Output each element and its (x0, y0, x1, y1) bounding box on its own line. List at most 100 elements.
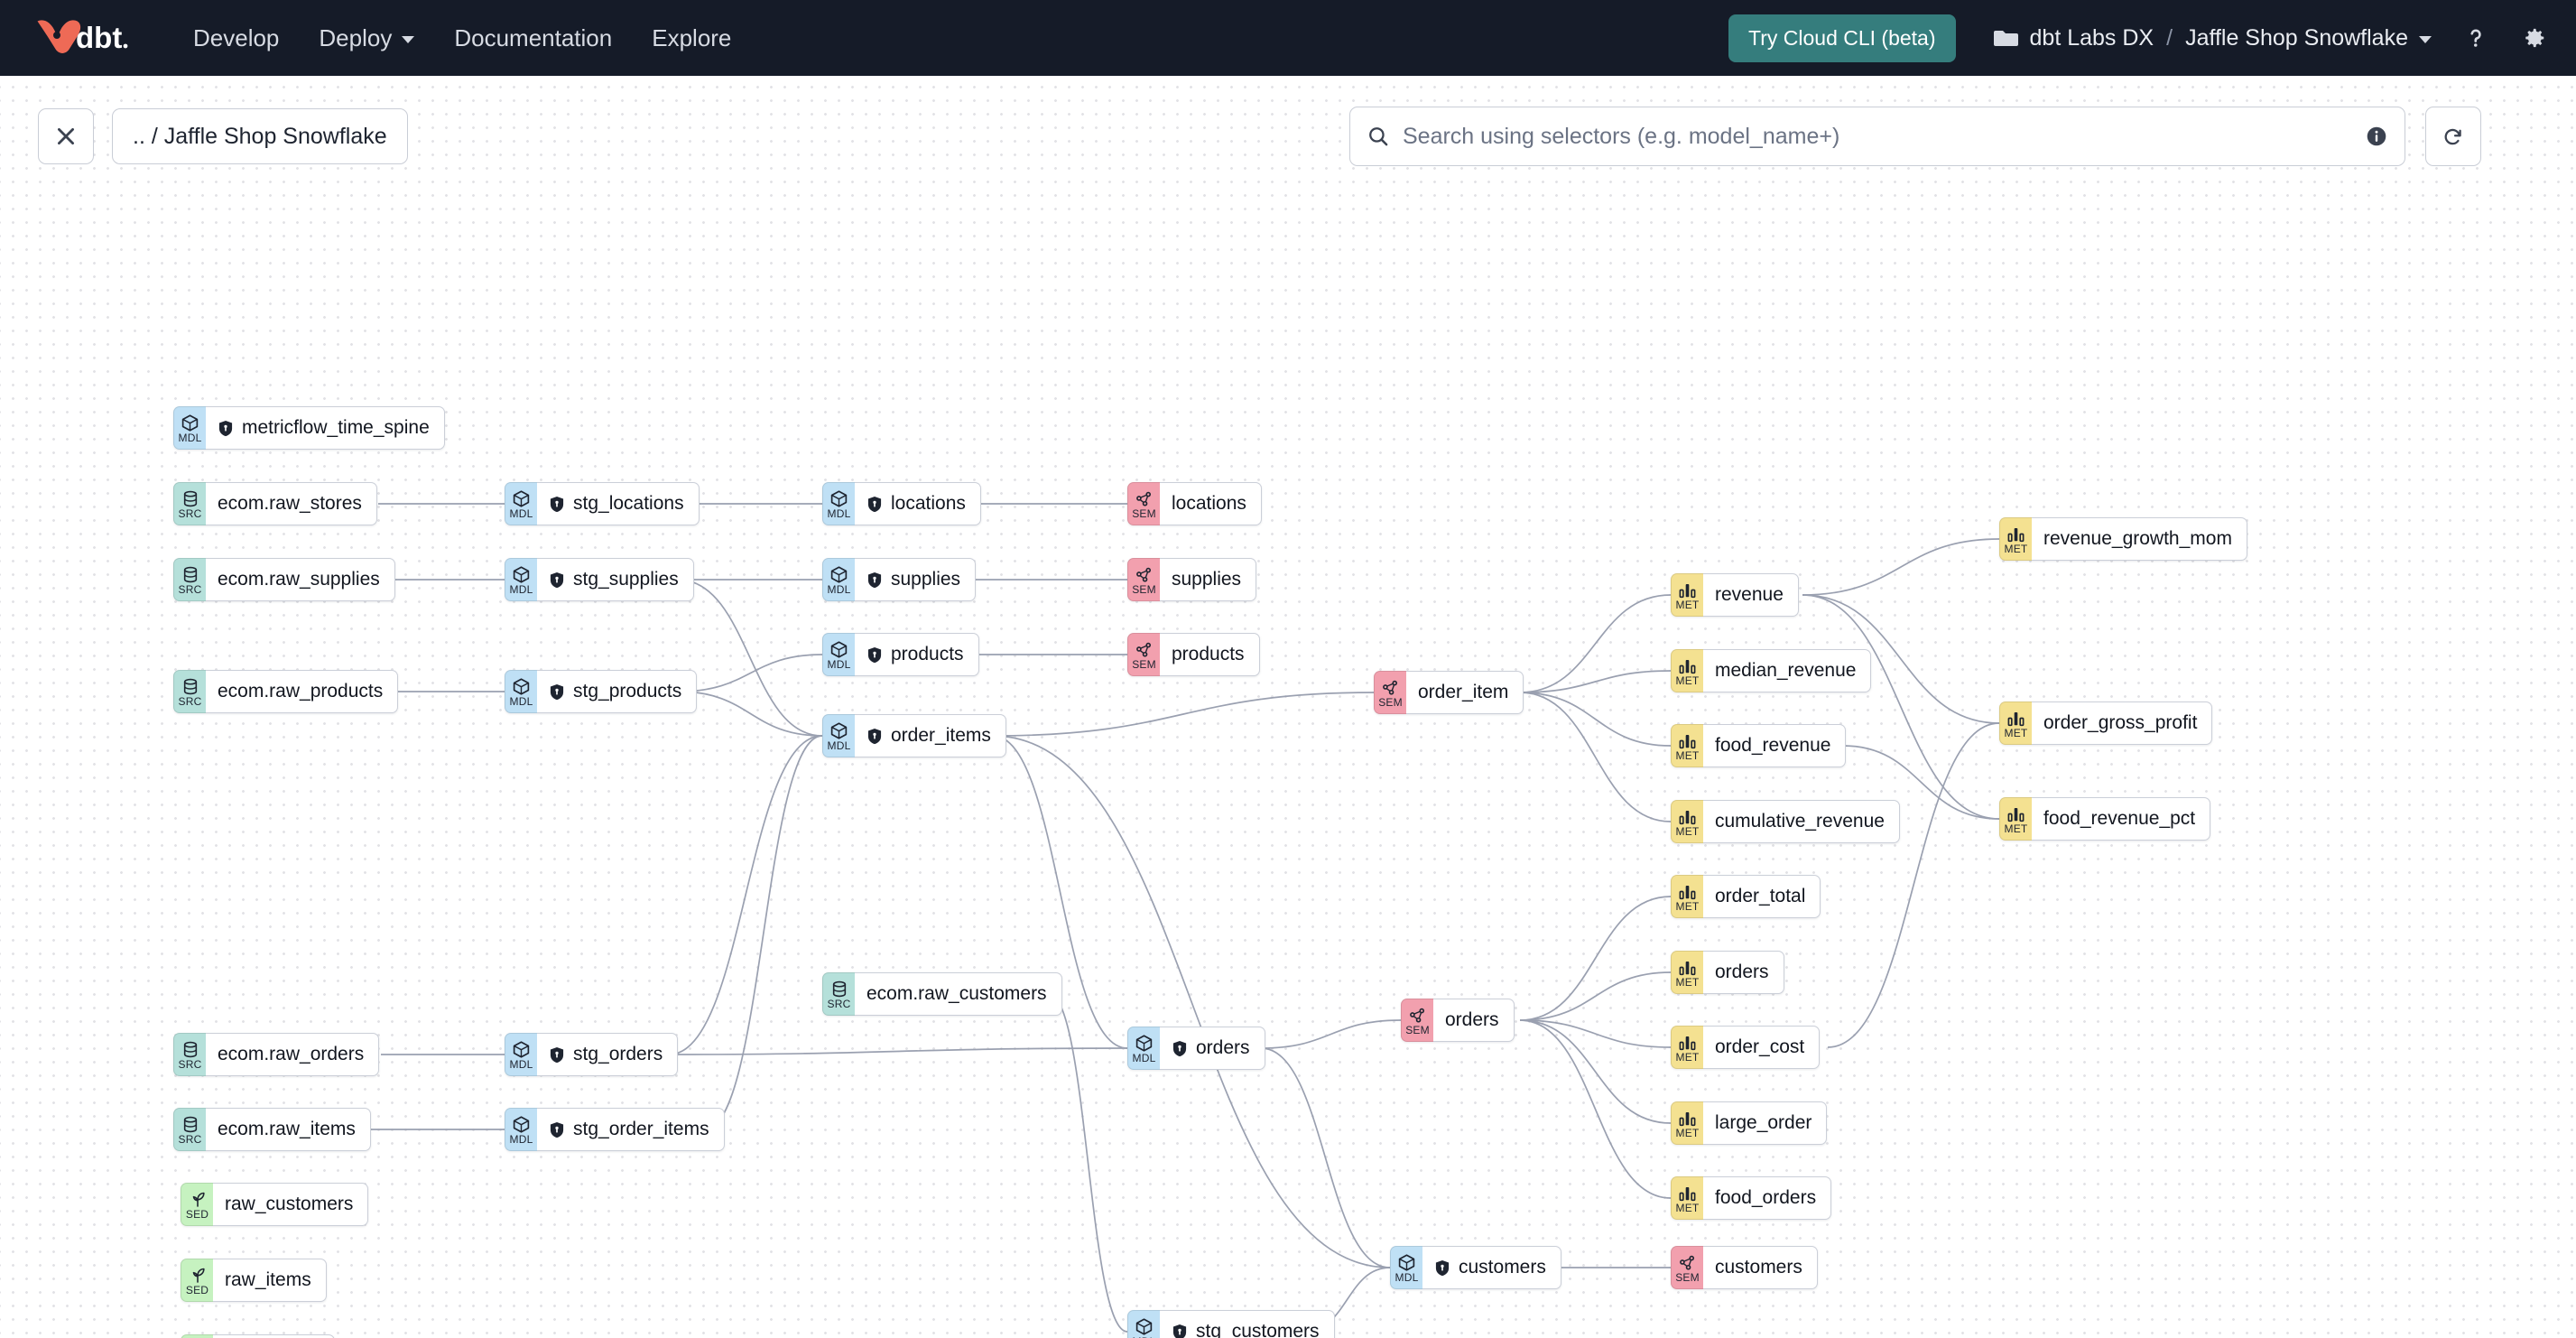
breadcrumb[interactable]: .. / Jaffle Shop Snowflake (112, 108, 408, 164)
node-type-badge-met: MET (1999, 797, 2032, 841)
node-label: ecom.raw_products (218, 681, 384, 702)
node-type-badge-sem: SEM (1127, 558, 1160, 601)
node-type-badge-mdl: MDL (505, 482, 537, 525)
project-name: Jaffle Shop Snowflake (2185, 24, 2408, 51)
lineage-edge (1048, 993, 1128, 1333)
node-label: ecom.raw_items (218, 1119, 356, 1139)
nav-link-documentation[interactable]: Documentation (434, 15, 632, 61)
node-body: food_orders (1703, 1176, 1832, 1220)
node-body: order_total (1703, 875, 1821, 918)
node-type-badge-met: MET (1999, 702, 2032, 745)
lineage-node-stg_orders[interactable]: MDL stg_orders (505, 1033, 679, 1076)
node-type-badge-met: MET (1671, 573, 1703, 617)
search-box[interactable] (1349, 107, 2405, 166)
node-body: revenue_growth_mom (2032, 517, 2247, 561)
lineage-node-met_food_revenue_pct[interactable]: MET food_revenue_pct (1999, 797, 2211, 841)
bar-chart-icon (2006, 806, 2025, 822)
close-button[interactable] (38, 108, 94, 164)
folder-icon (1993, 31, 2018, 46)
node-type-code: MET (1675, 598, 1700, 611)
node-label: food_revenue (1715, 735, 1831, 756)
node-label: orders (1715, 962, 1769, 982)
lineage-edge (704, 735, 823, 1130)
node-type-code: MDL (509, 1057, 533, 1071)
node-body: stg_orders (537, 1033, 679, 1076)
node-label: food_revenue_pct (2043, 808, 2196, 829)
node-type-badge-sed: SED (181, 1259, 213, 1302)
project-selector[interactable]: Jaffle Shop Snowflake (2185, 25, 2432, 51)
lineage-edge (1802, 594, 2000, 724)
node-type-badge-mdl: MDL (822, 482, 855, 525)
lineage-node-met_food_revenue[interactable]: MET food_revenue (1671, 724, 1847, 767)
refresh-button[interactable] (2425, 107, 2481, 166)
shield-icon (1172, 1040, 1188, 1057)
node-body: raw_items (213, 1259, 327, 1302)
dbt-logo[interactable]: dbt (34, 17, 130, 59)
node-type-badge-met: MET (1671, 951, 1703, 994)
cube-icon (512, 1116, 531, 1133)
lineage-node-raw_items[interactable]: SED raw_items (181, 1259, 327, 1302)
node-label: raw_items (225, 1269, 311, 1290)
node-body: raw_customers (213, 1183, 369, 1226)
node-body: ecom.raw_customers (855, 972, 1062, 1016)
node-label: stg_orders (573, 1044, 663, 1064)
info-icon[interactable] (2365, 125, 2388, 148)
node-type-code: MET (1675, 748, 1700, 762)
node-type-badge-met: MET (1671, 649, 1703, 692)
node-label: customers (1459, 1257, 1546, 1278)
try-cloud-cli-button[interactable]: Try Cloud CLI (beta) (1728, 14, 1956, 62)
cube-icon (512, 490, 531, 507)
node-type-code: SEM (1132, 582, 1156, 596)
search-input[interactable] (1403, 123, 2365, 150)
settings-button[interactable] (2520, 24, 2547, 51)
lineage-node-met_orders[interactable]: MET orders (1671, 951, 1796, 994)
nav-link-explore[interactable]: Explore (632, 15, 751, 61)
node-type-badge-met: MET (1671, 800, 1703, 843)
node-label: revenue_growth_mom (2043, 528, 2232, 549)
shield-icon (866, 646, 883, 664)
node-body: orders (1160, 1027, 1265, 1070)
node-body: stg_products (537, 670, 698, 713)
nav-link-develop[interactable]: Develop (173, 15, 299, 61)
nav-link-deploy[interactable]: Deploy (299, 15, 434, 61)
help-button[interactable] (2462, 24, 2489, 51)
node-type-code: MET (1675, 1201, 1700, 1214)
node-type-code: MDL (509, 1132, 533, 1146)
